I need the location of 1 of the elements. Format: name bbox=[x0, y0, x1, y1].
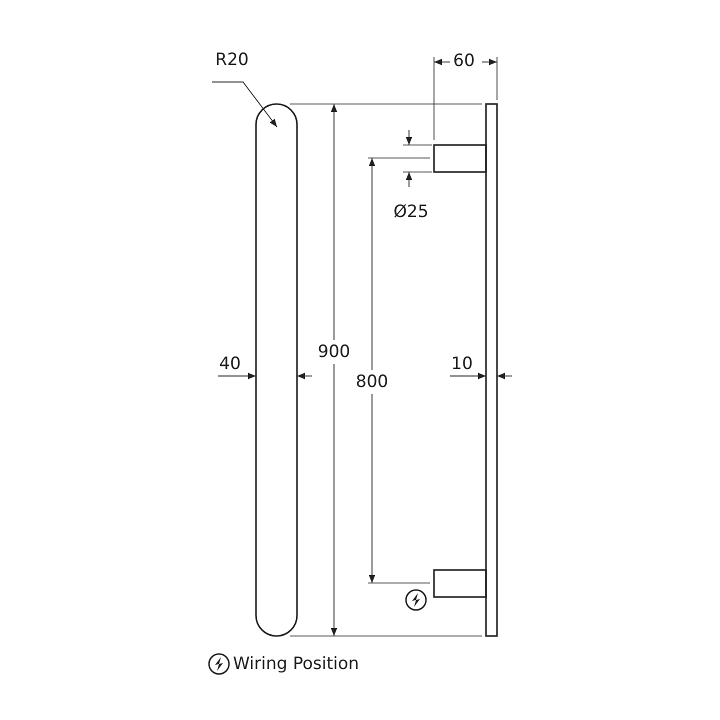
legend-text: Wiring Position bbox=[233, 653, 360, 675]
